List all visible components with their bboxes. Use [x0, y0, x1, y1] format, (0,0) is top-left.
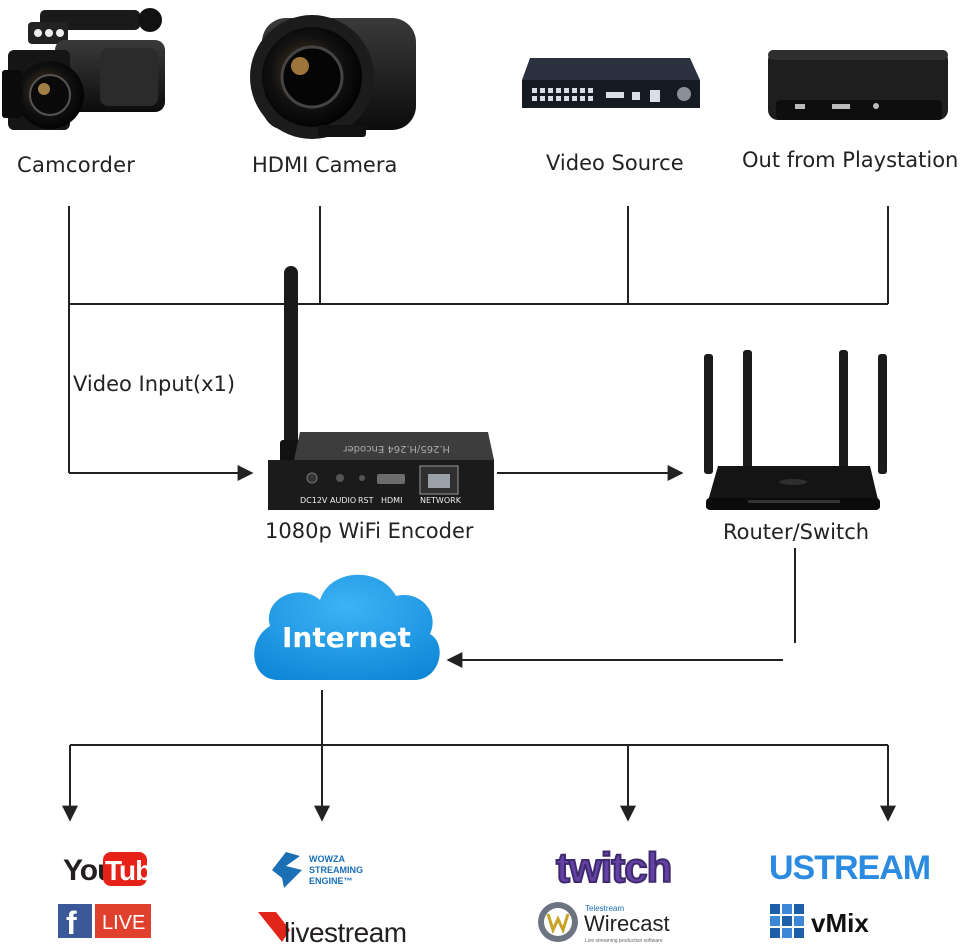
router-label: Router/Switch: [723, 520, 869, 544]
video-input-label: Video Input(x1): [73, 372, 235, 396]
svg-text:RST: RST: [358, 496, 374, 505]
vmix-text: vMix: [811, 908, 869, 938]
encoder-icon: H.265/H.264 Encoder DC12V AUDIO RST HDMI…: [268, 266, 494, 510]
ustream-text: USTREAM: [769, 849, 930, 887]
encoder-port-labels: DC12V AUDIO RST HDMI NETWORK: [300, 496, 462, 505]
vmix-logo[interactable]: vMix: [770, 904, 869, 938]
youtube-logo-tube: Tube: [105, 855, 166, 886]
source-label-camcorder: Camcorder: [17, 153, 135, 177]
wowza-line3: ENGINE™: [309, 876, 353, 886]
twitch-text: twitch: [556, 844, 671, 891]
wirecast-logo[interactable]: Telestream Wirecast Live streaming produ…: [538, 902, 670, 944]
encoder-top-print: H.265/H.264 Encoder: [342, 443, 450, 454]
wowza-logo[interactable]: WOWZA STREAMING ENGINE™: [272, 852, 363, 888]
svg-text:NETWORK: NETWORK: [420, 496, 462, 505]
twitch-logo[interactable]: twitch: [555, 843, 673, 892]
svg-text:DC12V: DC12V: [300, 496, 328, 505]
facebook-live-text: LIVE: [102, 912, 145, 934]
ustream-logo[interactable]: USTREAM: [769, 849, 931, 887]
wowza-line2: STREAMING: [309, 865, 363, 875]
wirecast-brand: Telestream: [585, 904, 624, 913]
source-label-video-source: Video Source: [546, 151, 684, 175]
svg-text:HDMI: HDMI: [381, 496, 402, 505]
playstation-box-icon: [768, 50, 948, 120]
youtube-logo[interactable]: You Tube: [63, 852, 167, 887]
hdmi-camera-icon: [250, 15, 416, 139]
wirecast-tagline: Live streaming production software: [585, 938, 663, 944]
video-source-icon: [522, 58, 700, 108]
source-label-hdmi-camera: HDMI Camera: [252, 153, 397, 177]
encoder-label: 1080p WiFi Encoder: [265, 519, 474, 543]
facebook-live-logo[interactable]: f LIVE: [58, 904, 151, 941]
svg-text:AUDIO: AUDIO: [330, 496, 356, 505]
camcorder-icon: [2, 8, 165, 130]
wirecast-name: Wirecast: [584, 911, 670, 936]
connector-lines: [62, 206, 896, 822]
wowza-line1: WOWZA: [309, 854, 345, 864]
internet-label: Internet: [282, 621, 411, 654]
facebook-f-glyph: f: [66, 905, 77, 941]
livestream-text: livestream: [284, 917, 407, 947]
internet-cloud-icon: [254, 574, 440, 680]
livestream-logo[interactable]: livestream: [258, 912, 407, 947]
router-icon: [704, 350, 887, 510]
source-label-playstation: Out from Playstation: [742, 148, 958, 172]
vmix-grid-icon: [770, 904, 804, 938]
